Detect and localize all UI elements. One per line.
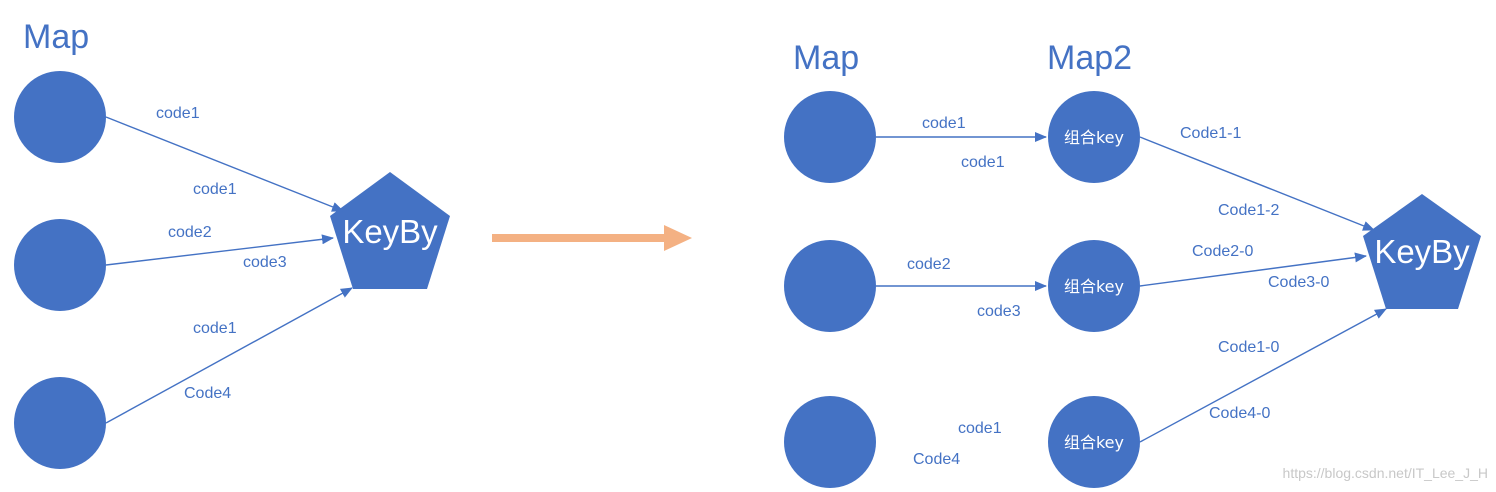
left-edge-label: code1	[193, 181, 237, 198]
right-map-edge-label: code1	[961, 154, 1005, 171]
right-map2-edge-label: Code1-2	[1218, 202, 1279, 219]
left-map-title: Map	[23, 18, 89, 56]
right-combined-key-node-2	[1048, 240, 1140, 332]
right-diagram: Map Map2 组合key 组合key 组合key KeyBy code1 c…	[784, 39, 1481, 488]
left-map-node-2	[14, 219, 106, 311]
left-edge-label: code1	[156, 105, 200, 122]
left-diagram: Map KeyBy code1 code1 code2 code3 code1 …	[14, 18, 450, 469]
transition-arrow-head	[664, 225, 692, 251]
right-map2-title: Map2	[1047, 39, 1132, 77]
right-keyby-label: KeyBy	[1374, 233, 1470, 270]
right-map2-edge-2	[1139, 252, 1367, 287]
right-map2-edge-label: Code1-0	[1218, 339, 1279, 356]
left-edge-1	[105, 116, 344, 212]
left-edge-label: code3	[243, 254, 287, 271]
right-map-edge-label: code3	[977, 303, 1021, 320]
left-keyby-label: KeyBy	[342, 213, 438, 250]
right-combined-key-node-3	[1048, 396, 1140, 488]
left-edge-3	[105, 287, 353, 424]
right-map2-edge-1	[1139, 136, 1375, 231]
combined-key-label: 组合key	[1064, 433, 1124, 452]
right-map-title: Map	[793, 39, 859, 77]
right-map-edge-label: Code4	[913, 451, 960, 468]
left-map-node-3	[14, 377, 106, 469]
transition-arrow	[492, 225, 692, 251]
left-edge-label: Code4	[184, 385, 231, 402]
right-map-node-3	[784, 396, 876, 488]
right-map2-edge-label: Code3-0	[1268, 274, 1329, 291]
combined-key-label: 组合key	[1064, 277, 1124, 296]
left-edge-label: code2	[168, 224, 212, 241]
right-map-node-2	[784, 240, 876, 332]
left-keyby-node	[330, 172, 450, 289]
left-map-node-1	[14, 71, 106, 163]
left-edge-2	[105, 234, 334, 266]
right-map2-edge-label: Code4-0	[1209, 405, 1270, 422]
right-map-edge-label: code2	[907, 256, 951, 273]
right-map2-edge-3	[1139, 308, 1387, 443]
right-map-node-1	[784, 91, 876, 183]
right-map-edge-label: code1	[958, 420, 1002, 437]
right-map-edge-label: code1	[922, 115, 966, 132]
watermark: https://blog.csdn.net/IT_Lee_J_H	[1283, 465, 1488, 481]
right-combined-key-node-1	[1048, 91, 1140, 183]
combined-key-label: 组合key	[1064, 128, 1124, 147]
right-keyby-node	[1363, 194, 1481, 309]
left-edge-label: code1	[193, 320, 237, 337]
right-map2-edge-label: Code2-0	[1192, 243, 1253, 260]
right-map2-edge-label: Code1-1	[1180, 125, 1241, 142]
